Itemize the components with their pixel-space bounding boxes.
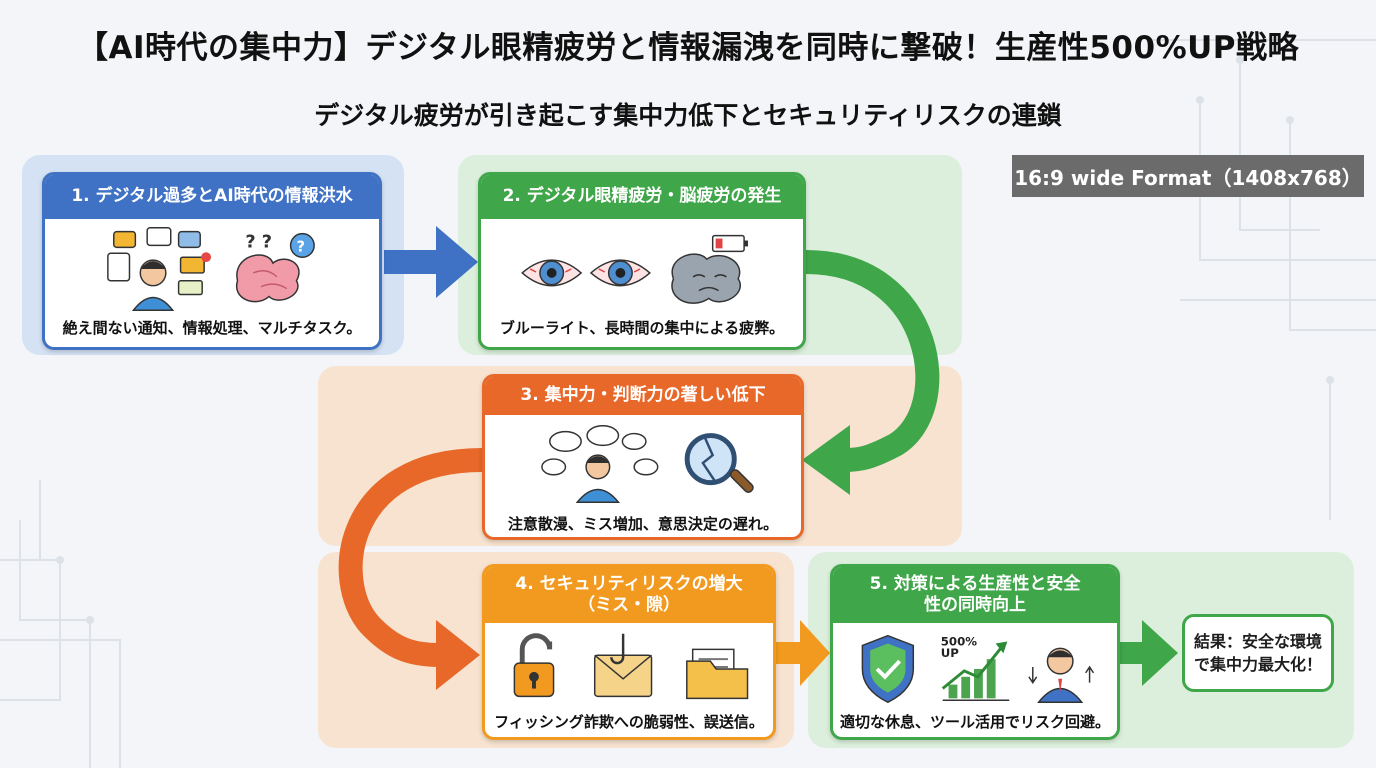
result-line-1: 結果：安全な環境 bbox=[1193, 631, 1322, 651]
tired-eye-icon bbox=[589, 259, 651, 287]
step-card-4: 4. セキュリティリスクの増大 （ミス・隙） フィッシング詐欺への脆弱性、誤送信… bbox=[482, 564, 776, 740]
unlocked-padlock-icon bbox=[513, 633, 555, 698]
security-shield-icon bbox=[861, 634, 915, 704]
growth-label-percent: 500% bbox=[941, 634, 978, 648]
step-2-header: 2. デジタル眼精疲労・脳疲労の発生 bbox=[481, 175, 803, 219]
open-folder-icon bbox=[686, 648, 749, 700]
step-4-header-line1: 4. セキュリティリスクの増大 bbox=[515, 573, 743, 594]
exhausted-brain-icon bbox=[671, 253, 741, 304]
confident-person-icon bbox=[1028, 647, 1095, 703]
distracted-person-icon bbox=[541, 424, 659, 503]
growth-label-up: UP bbox=[941, 646, 960, 660]
confused-brain-icon: ? ? ? bbox=[235, 232, 315, 303]
page-title: 【AI時代の集中力】デジタル眼精疲労と情報漏洩を同時に撃破！生産性500%UP戦… bbox=[76, 30, 1300, 66]
step-3-header: 3. 集中力・判断力の著しい低下 bbox=[485, 377, 801, 415]
page-subtitle: デジタル疲労が引き起こす集中力低下とセキュリティリスクの連鎖 bbox=[314, 101, 1062, 130]
step-card-1: 1. デジタル過多とAI時代の情報洪水 ? ? ? 絶え間ない通知、情報処理、マ… bbox=[42, 172, 382, 350]
step-4-header-line2: （ミス・隙） bbox=[578, 595, 680, 615]
growth-chart-icon: 500% UP bbox=[941, 634, 1010, 702]
step-4-header: 4. セキュリティリスクの増大 （ミス・隙） bbox=[485, 567, 773, 623]
step-card-3: 3. 集中力・判断力の著しい低下 注意散漫、ミス増加、意思決定の遅れ。 bbox=[482, 374, 804, 540]
phishing-envelope-icon bbox=[593, 633, 653, 698]
step-4-caption: フィッシング詐欺への脆弱性、誤送信。 bbox=[494, 713, 764, 731]
step-5-caption: 適切な休息、ツール活用でリスク回避。 bbox=[839, 713, 1110, 731]
step-2-caption: ブルーライト、長時間の集中による疲弊。 bbox=[499, 319, 785, 337]
svg-text:?: ? bbox=[296, 238, 305, 255]
cracked-magnifier-icon bbox=[684, 433, 754, 493]
low-battery-icon bbox=[711, 234, 749, 253]
step-card-2: 2. デジタル眼精疲労・脳疲労の発生 ブルーライト、長時間の集中による疲弊。 bbox=[478, 172, 806, 350]
result-line-2: で集中力最大化！ bbox=[1193, 655, 1322, 674]
step-3-caption: 注意散漫、ミス増加、意思決定の遅れ。 bbox=[507, 515, 779, 533]
step-5-header-line1: 5. 対策による生産性と安全 bbox=[869, 573, 1081, 594]
svg-text:? ?: ? ? bbox=[245, 232, 272, 252]
step-1-header: 1. デジタル過多とAI時代の情報洪水 bbox=[45, 175, 379, 219]
result-box: 結果：安全な環境 で集中力最大化！ bbox=[1182, 614, 1334, 692]
tired-eye-icon bbox=[521, 259, 583, 287]
step-1-caption: 絶え間ない通知、情報処理、マルチタスク。 bbox=[62, 319, 362, 337]
step-5-header-line2: 性の同時向上 bbox=[924, 595, 1026, 615]
step-card-5: 5. 対策による生産性と安全 性の同時向上 500% UP 適 bbox=[830, 564, 1120, 740]
notifications-person-icon bbox=[107, 227, 212, 311]
format-badge: 16:9 wide Format（1408x768） bbox=[1012, 155, 1364, 197]
step-5-header: 5. 対策による生産性と安全 性の同時向上 bbox=[833, 567, 1117, 623]
